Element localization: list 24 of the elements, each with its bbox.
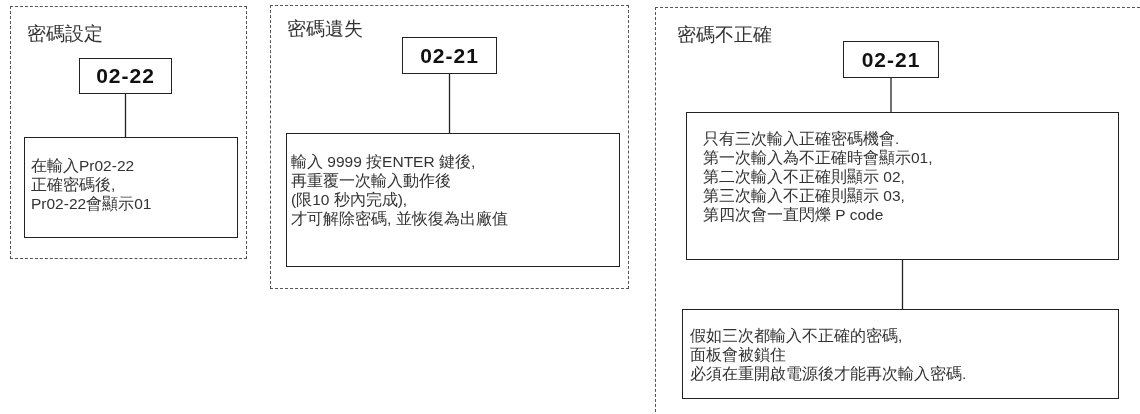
note-box (682, 309, 1119, 399)
connector-line (448, 73, 451, 134)
connector-line (124, 93, 127, 138)
note-box (686, 112, 1119, 260)
connector-line (901, 259, 904, 310)
parameter-code-box (79, 58, 172, 94)
note-text: 在輸入Pr02-22正確密碼後,Pr02-22會顯示01 (31, 156, 152, 213)
parameter-code: 02-21 (861, 47, 921, 72)
group-title: 密碼遺失 (287, 17, 363, 41)
group-title: 密碼設定 (27, 22, 103, 46)
dashed-group-frame (655, 7, 1140, 414)
dashed-group-frame (270, 5, 629, 289)
note-text: 假如三次都輸入不正確的密碼,面板會被鎖住必須在重開啟電源後才能再次輸入密碼. (690, 326, 967, 383)
connector-line (890, 77, 892, 113)
parameter-code-box (402, 37, 497, 74)
parameter-code: 02-21 (420, 43, 479, 68)
parameter-code-box (843, 41, 939, 78)
note-text: 只有三次輸入正確密碼機會.第一次輸入為不正確時會顯示01,第二次輸入不正確則顯示 02,第三次輸入不正確則顯示 03,第四次會一直閃爍 P code (703, 129, 933, 224)
dashed-group-frame (10, 6, 247, 259)
parameter-code: 02-22 (96, 64, 155, 88)
note-box (286, 133, 620, 267)
note-text: 輸入 9999 按ENTER 鍵後,再重覆一次輸入動作後(限10 秒內完成),才可解除密碼, 並恢復為出廠值 (291, 152, 508, 228)
group-title: 密碼不正確 (677, 23, 772, 47)
note-box (24, 137, 238, 238)
